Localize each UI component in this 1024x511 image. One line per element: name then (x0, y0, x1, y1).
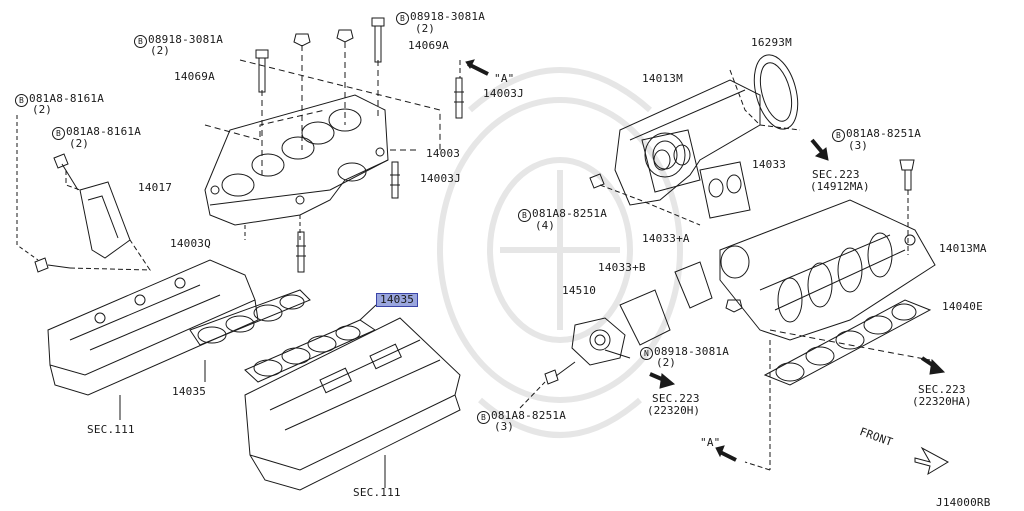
label-14033: 14033 (752, 158, 787, 171)
bolt-081a8-8161-lower (34, 257, 71, 273)
gasket-16293m (753, 54, 799, 130)
intake-collector-14013m (614, 79, 761, 206)
diagram-code: J14000RB (936, 496, 991, 509)
marker-a-bottom: "A" (700, 436, 721, 449)
front-arrow (914, 446, 950, 476)
nut-08918-left (293, 33, 311, 47)
injector-14003j-mid (390, 161, 400, 199)
iacv-14510 (571, 317, 631, 366)
gasket-14040e (763, 299, 932, 386)
callout-08918-left-qty: (2) (150, 44, 170, 57)
label-14003j-top: 14003J (483, 87, 524, 100)
bolt-081a8-8251-right (899, 159, 915, 191)
upper-intake-manifold (204, 94, 389, 240)
label-sec223-a: SEC.223 (812, 168, 860, 181)
intake-manifold-14013ma (719, 199, 936, 341)
label-sec223-c: SEC.223 (918, 383, 966, 396)
bolt-081a8-8251-bottom (544, 361, 576, 385)
gasket-14035-left (189, 289, 311, 346)
nut-08918-n (725, 299, 743, 313)
label-14017: 14017 (138, 181, 173, 194)
cylinder-head-right (244, 317, 461, 491)
callout-081a8-8161-a-qty: (2) (32, 103, 52, 116)
bolt-14069a-left (255, 49, 269, 93)
gasket-14033-lower (699, 161, 751, 219)
label-14033a: 14033+A (642, 232, 690, 245)
bolt-081a8-8161-upper (53, 153, 79, 191)
label-14013m: 14013M (642, 72, 683, 85)
watermark-emblem (437, 67, 683, 438)
bolt-14069a-top (371, 17, 385, 63)
label-14003: 14003 (426, 147, 461, 160)
label-sec111-bottom: SEC.111 (353, 486, 401, 499)
label-14040e: 14040E (942, 300, 983, 313)
callout-081a8-8251-mid-qty: (4) (535, 219, 555, 232)
gasket-14033b (619, 289, 671, 346)
injector-14003j-top (454, 77, 464, 119)
label-sec223-a-ref: (14912MA) (810, 180, 870, 193)
callout-08918-top-qty: (2) (415, 22, 435, 35)
callout-08918-n-qty: (2) (656, 356, 676, 369)
arrow-sec223-22320h (649, 372, 676, 389)
label-16293m: 16293M (751, 36, 792, 49)
label-14035: 14035 (172, 385, 207, 398)
callout-081a8-8251-right-qty: (3) (848, 139, 868, 152)
label-sec111-left: SEC.111 (87, 423, 135, 436)
gasket-14033a (674, 261, 713, 309)
bolt-081a8-8251-mid (589, 173, 605, 189)
bracket-14017 (79, 181, 131, 259)
label-14035-highlight[interactable]: 14035 (376, 293, 419, 307)
arrow-sec223-14912ma (810, 138, 829, 161)
callout-081a8-8251-bottom-qty: (3) (494, 420, 514, 433)
nut-08918-top (336, 29, 354, 43)
label-14003q: 14003Q (170, 237, 211, 250)
label-sec223-b-ref: (22320H) (647, 404, 700, 417)
label-14013ma: 14013MA (939, 242, 987, 255)
gasket-14035-right (244, 319, 377, 383)
label-14510: 14510 (562, 284, 597, 297)
injector-14003q (296, 231, 306, 273)
label-sec223-b: SEC.223 (652, 392, 700, 405)
label-14003j-mid: 14003J (420, 172, 461, 185)
leader-lines-manifold (204, 42, 441, 175)
cylinder-head-left (47, 259, 259, 396)
arrow-a-top (465, 59, 489, 76)
arrow-sec223-22320ha (920, 356, 946, 375)
label-sec223-c-ref: (22320HA) (912, 395, 972, 408)
label-14069a-left: 14069A (174, 70, 215, 83)
gasket-14033-upper (641, 129, 701, 193)
arrow-a-bottom (715, 445, 737, 462)
label-14033b: 14033+B (598, 261, 646, 274)
marker-a-top: "A" (494, 72, 515, 85)
label-14069a-top: 14069A (408, 39, 449, 52)
callout-081a8-8161-b-qty: (2) (69, 137, 89, 150)
